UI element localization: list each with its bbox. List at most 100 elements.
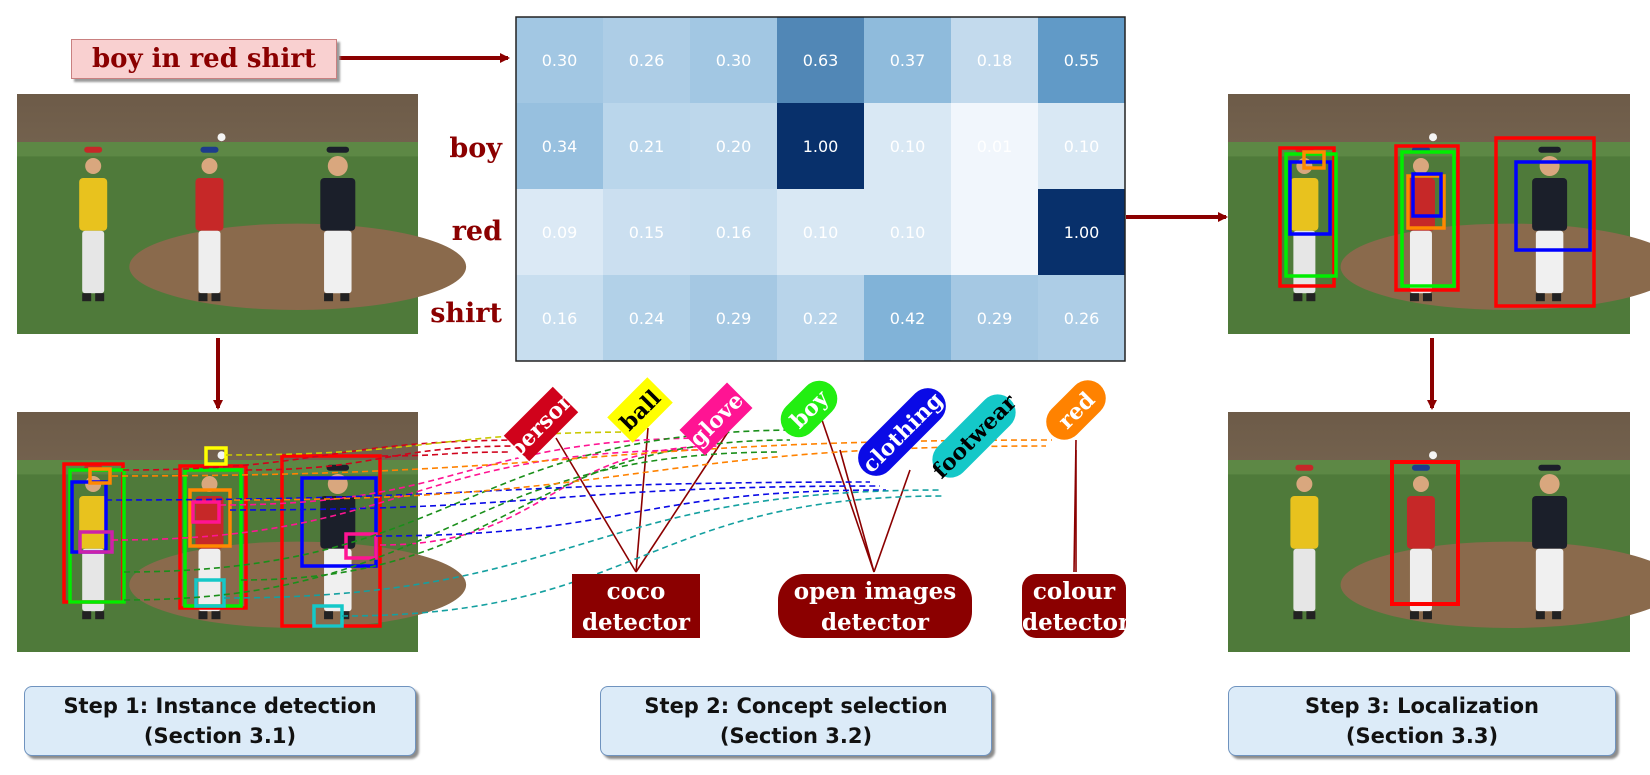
concept-detector-link [821,419,875,573]
heatmap-cell-label: 0.10 [890,223,926,242]
step-3-box: Step 3: Localization(Section 3.3) [1228,686,1616,756]
concept-detector-link [839,449,875,573]
heatmap-cell-label: 0.21 [629,137,665,156]
detection-box [194,578,226,608]
candidate-box [1406,174,1446,230]
heatmap-cell-label: 0.55 [1064,51,1100,70]
heatmap-cell [516,275,603,361]
instance-concept-link [229,485,881,511]
input-photo [17,94,467,334]
heatmap-cell-label: 0.16 [542,309,578,328]
word-label-shirt: shirt [430,298,502,329]
candidate-box [1302,150,1326,170]
concept-tag-person: person [503,386,581,464]
heatmap-cell-label: 0.18 [977,51,1013,70]
heatmap-cell [777,189,864,275]
heatmap-cell-label: 0.63 [803,51,839,70]
candidate-box [1400,150,1456,288]
heatmap-cell [516,189,603,275]
detection-box [78,530,114,554]
heatmap-cell [777,103,864,189]
heatmap-cell [690,17,777,103]
candidate-box [1284,152,1338,278]
heatmap-cell-label: 0.09 [542,223,578,242]
heatmap-cell-label: 0.34 [542,137,578,156]
instance-concept-link [123,451,781,601]
concept-tag-ball: ball [607,377,673,443]
heatmap-cell-label: 0.10 [1064,137,1100,156]
heatmap-cell [603,189,690,275]
heatmap-cell [951,103,1038,189]
heatmap-cell [603,103,690,189]
concept-tag-boy: boy [780,380,838,438]
heatmap-cell-label: 0.30 [542,51,578,70]
instance-concept-link [375,489,887,537]
detection-box [204,446,228,466]
heatmap-cell [603,275,690,361]
final-localization-box [1390,460,1460,606]
detection-box [300,476,378,568]
heatmap-cell-label: 0.01 [977,137,1013,156]
heatmap-cell-label: 0.29 [716,309,752,328]
heatmap-cell-label: 0.24 [629,309,665,328]
heatmap-cell [951,17,1038,103]
detection-box [88,467,112,485]
heatmap-cell-label: 1.00 [803,137,839,156]
detection-box [344,532,378,560]
heatmap-cell [690,275,777,361]
instance-concept-link [379,445,721,546]
concept-detector-link [635,427,649,573]
heatmap-cell-label: 0.37 [890,51,926,70]
instance-concept-link [240,439,791,581]
heatmap-cell-label: 0.20 [716,137,752,156]
heatmap-cell-label: 0.22 [803,309,839,328]
query-phrase-box: boy in red shirt [71,39,337,79]
heatmap-cell [1038,17,1125,103]
detection-box [191,500,221,524]
heatmap-cell-label: 0.15 [629,223,665,242]
heatmap-cell [951,275,1038,361]
word-label-boy: boy [449,133,502,164]
heatmap-cell-label: 0.29 [977,309,1013,328]
localization-result-photo [1228,412,1650,652]
candidate-box [1514,160,1592,252]
heatmap-cell-label: 0.10 [803,223,839,242]
detection-box [188,488,232,548]
heatmap-cell [690,189,777,275]
concept-tag-label: person [503,386,581,464]
instance-concept-link [223,489,941,599]
concept-detector-link [635,431,729,573]
concept-detector-link [873,469,911,573]
heatmap-cell-label: 0.30 [716,51,752,70]
instance-concept-link [122,439,531,471]
heatmap-cell-label: 0.16 [716,223,752,242]
heatmap-cell [864,275,951,361]
candidate-box [1394,144,1460,292]
word-label-red: red [451,216,502,247]
heatmap-cell-label: 1.00 [1064,223,1100,242]
heatmap-cell [516,17,603,103]
heatmap-cell [777,275,864,361]
candidate-box [1278,146,1336,288]
heatmap-cell [951,189,1038,275]
concept-tag-red: red [1046,380,1106,440]
instance-concept-link [341,495,945,617]
step-1-box: Step 1: Instance detection(Section 3.1) [24,686,416,756]
heatmap-cell [777,17,864,103]
heatmap-cell [690,103,777,189]
heatmap-cell [864,17,951,103]
candidate-box [1288,160,1332,236]
heatmap-cell-label: 0.26 [1064,309,1100,328]
step-2-box: Step 2: Concept selection(Section 3.2) [600,686,992,756]
heatmap-frame [515,16,1126,362]
heatmap-cell [864,103,951,189]
heatmap-cell-label: 0.10 [890,137,926,156]
heatmap-cell-label: 0.42 [890,309,926,328]
heatmap-cell [516,103,603,189]
instance-concept-link [225,431,641,456]
candidate-box [1494,136,1596,308]
